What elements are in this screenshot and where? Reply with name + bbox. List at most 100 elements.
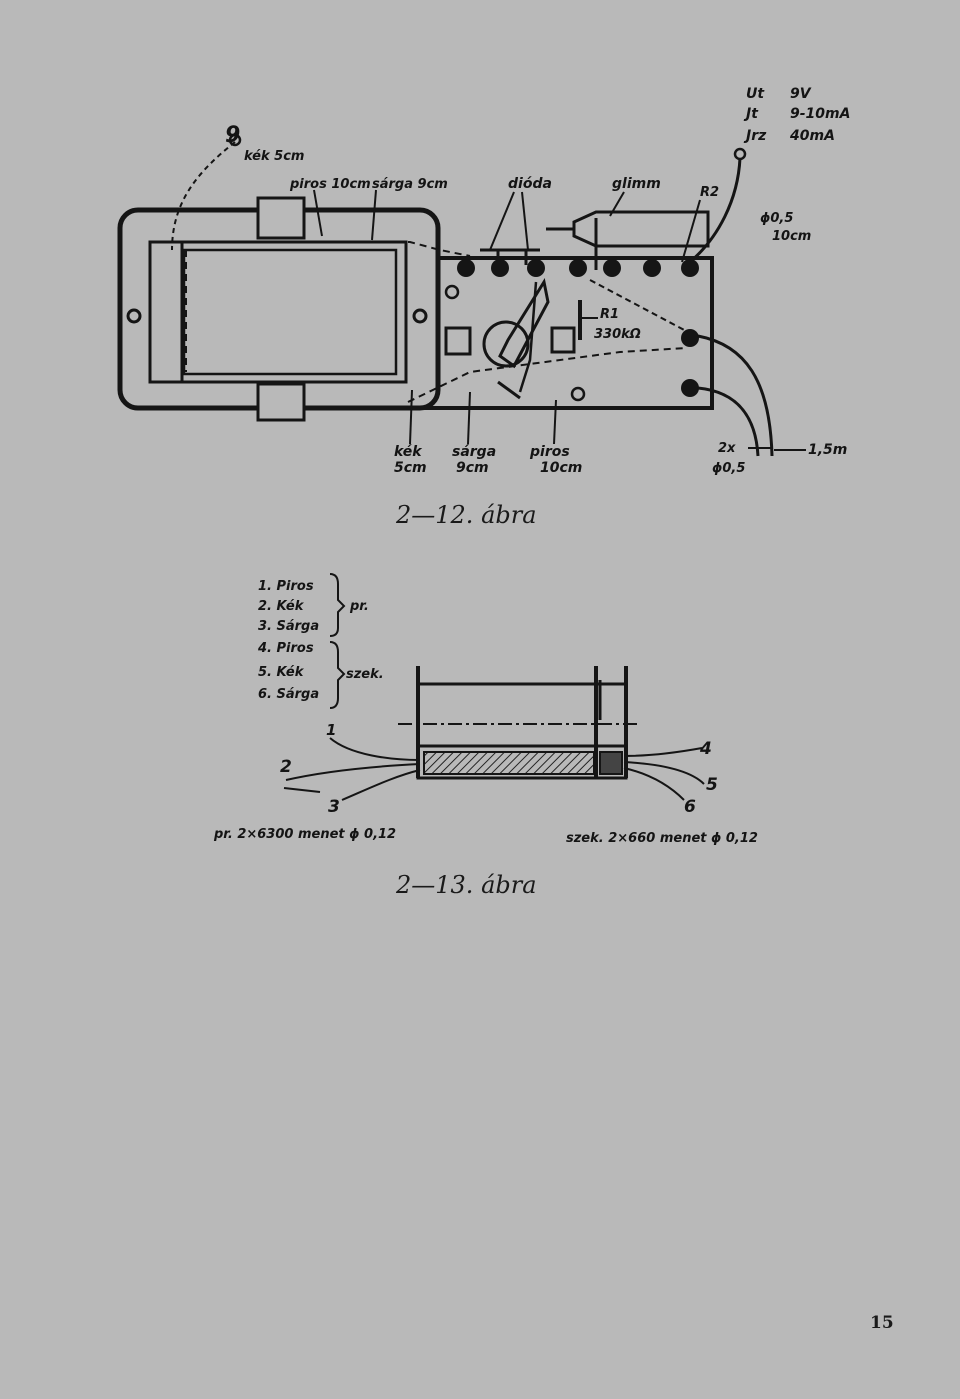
page-number: 15 [870, 1313, 894, 1333]
lead-6 [623, 767, 685, 801]
group-secondary-label: szek. [346, 667, 384, 682]
terminal-7 [681, 259, 699, 277]
legend-item-1: 1. Piros [258, 579, 314, 594]
leader-line [409, 389, 413, 445]
switch-lever [498, 277, 550, 369]
label-kek-bottom-len: 5cm [394, 460, 427, 476]
mounting-hole-right [412, 308, 428, 324]
label-ut: Ut [746, 86, 765, 102]
board-wire-dashed [407, 347, 687, 403]
figure-2-12-caption: 2—12. ábra [395, 501, 537, 529]
value-ut: 9V [790, 86, 812, 102]
leader-line [609, 191, 625, 217]
label-piros-bottom-len: 10cm [540, 460, 582, 476]
clamp-bottom [256, 382, 306, 422]
terminal-2 [491, 259, 509, 277]
terminal-5 [603, 259, 621, 277]
coil-window [182, 248, 398, 376]
figure-2-13-caption: 2—13. ábra [395, 871, 537, 899]
legend-item-4: 4. Piros [257, 641, 314, 656]
connector-block [550, 326, 576, 354]
connector-block [444, 326, 472, 356]
lead-number-4: 4 [699, 739, 712, 759]
figure-2-12: 9 kék 5cm piros 10cm sárga 9cm dióda gli… [117, 86, 850, 529]
transformer-frame [117, 207, 441, 411]
lead-number-3: 3 [328, 797, 340, 817]
leader-line [313, 189, 323, 237]
brace-secondary [329, 641, 346, 709]
terminal-3 [527, 259, 545, 277]
label-glimm: glimm [612, 176, 661, 192]
legend-item-3: 3. Sárga [258, 619, 319, 634]
label-r2: R2 [700, 185, 719, 200]
board-wire [518, 281, 538, 393]
circuit-board [418, 256, 714, 410]
label-sarga-top: sárga 9cm [372, 177, 448, 192]
legend-item-2: 2. Kék [258, 599, 305, 614]
legend-item-6: 6. Sárga [258, 687, 319, 702]
secondary-winding [599, 751, 623, 775]
label-jrz: Jrz [743, 128, 767, 144]
lead-3 [341, 769, 421, 801]
leader-line [371, 189, 377, 241]
wire-end-terminal [228, 133, 242, 147]
brace-primary [329, 573, 346, 637]
transformer-core [148, 240, 408, 384]
lead-underline [283, 787, 321, 793]
primary-spec: pr. 2×6300 menet ϕ 0,12 [213, 827, 396, 842]
label-cable-len: 1,5m [808, 442, 847, 458]
label-dioda: dióda [508, 176, 552, 192]
lead-number-1: 1 [326, 721, 336, 739]
glimm-lamp [572, 210, 710, 248]
secondary-spec: szek. 2×660 menet ϕ 0,12 [566, 831, 758, 846]
figure-2-13: 1. Piros 2. Kék 3. Sárga 4. Piros 5. Kék… [213, 573, 758, 899]
label-jt: Jt [743, 106, 759, 122]
primary-winding [423, 751, 595, 775]
coil-wire-dashed [180, 241, 471, 257]
board-wire-dashed [589, 279, 689, 333]
leader-line [521, 191, 529, 251]
lead-number-5: 5 [706, 775, 718, 795]
wire-kek-top [171, 141, 236, 251]
leader-line [681, 199, 701, 263]
cable-wire [697, 334, 774, 457]
label-lead-dia: ϕ0,5 [760, 211, 793, 226]
label-r1-value: 330kΩ [594, 327, 641, 342]
lead-1 [329, 737, 421, 761]
label-sarga-bottom-len: 9cm [456, 460, 489, 476]
leader-line [489, 191, 515, 251]
cable-wire [697, 386, 760, 457]
label-r1: R1 [600, 307, 619, 322]
terminal-6 [643, 259, 661, 277]
label-kek-bottom: kék [394, 444, 423, 460]
lead-4 [623, 747, 703, 757]
label-cable-count: 2x [718, 441, 736, 456]
label-sarga-bottom: sárga [452, 444, 496, 460]
wire-r2-lead [689, 157, 742, 264]
terminal-out-2 [681, 379, 699, 397]
leader-line [553, 399, 557, 445]
board-wire [497, 380, 521, 400]
board-hole [570, 386, 586, 402]
wire-end-terminal [733, 147, 747, 161]
label-lead-len: 10cm [772, 229, 811, 244]
legend-item-5: 5. Kék [258, 665, 305, 680]
lead-number-6: 6 [684, 797, 696, 817]
board-hole [444, 284, 460, 300]
terminal-out-1 [681, 329, 699, 347]
label-piros-top: piros 10cm [289, 177, 371, 192]
lead-2 [285, 763, 421, 781]
label-cable-dia: ϕ0,5 [712, 461, 745, 476]
terminal-label: 9 [225, 123, 240, 148]
label-kek-top: kék 5cm [244, 149, 304, 164]
lead-number-2: 2 [280, 757, 292, 777]
lead-5 [623, 761, 705, 785]
clamp-top [256, 196, 306, 240]
mounting-hole-left [126, 308, 142, 324]
label-piros-bottom: piros [529, 444, 570, 460]
core-left-stack [148, 240, 184, 384]
switch-pivot [482, 320, 530, 368]
value-jrz: 40mA [789, 128, 835, 144]
